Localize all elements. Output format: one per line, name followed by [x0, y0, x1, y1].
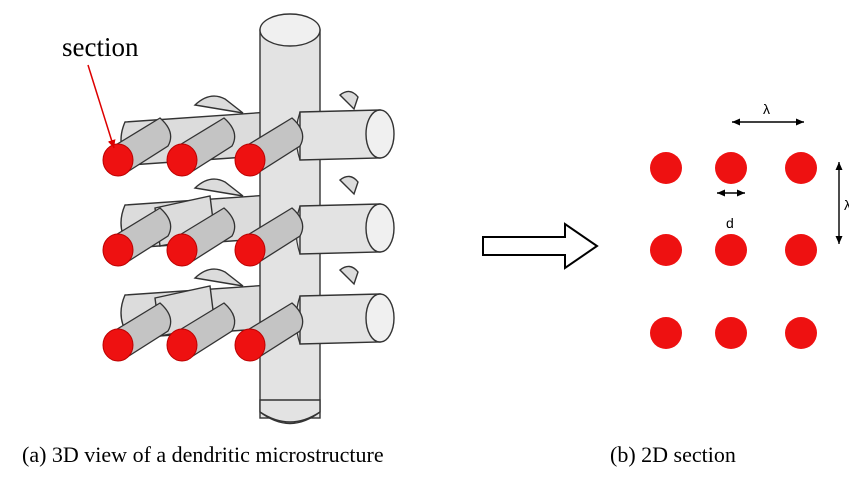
section-dot-r3-c2 — [715, 317, 747, 349]
caption-b: (b) 2D section — [610, 442, 736, 467]
back-fins — [193, 90, 359, 287]
section-tip-r2-c3 — [234, 233, 266, 267]
spacing-label: λ — [763, 101, 770, 117]
transform-arrow-icon — [482, 222, 599, 270]
section-dot-r3-c1 — [650, 317, 682, 349]
diameter-label: d — [726, 215, 734, 231]
section-dot-r3-c3 — [785, 317, 817, 349]
secondary-arms — [102, 117, 304, 362]
section-arrow — [87, 64, 116, 149]
section-dot-r2-c2 — [715, 234, 747, 266]
section-tip-r3-c3 — [234, 328, 266, 362]
section-tip-r1-c2 — [166, 143, 198, 177]
dendrite-3d-view: section — [62, 13, 395, 425]
section-dot-r2-c1 — [650, 234, 682, 266]
section-tip-r3-c1 — [102, 328, 134, 362]
caption-a: (a) 3D view of a dendritic microstructur… — [22, 442, 384, 467]
section-label: section — [62, 32, 139, 62]
section-dot-r1-c3 — [785, 152, 817, 184]
section-tip-r3-c2 — [166, 328, 198, 362]
section-2d-view: λ λ d — [650, 101, 849, 349]
section-dots — [650, 152, 817, 349]
section-tip-r1-c1 — [102, 143, 134, 177]
section-tip-r1-c3 — [234, 143, 266, 177]
section-dot-r1-c1 — [650, 152, 682, 184]
right-arms — [295, 109, 395, 345]
section-dot-r1-c2 — [715, 152, 747, 184]
spacing-label-vertical: λ — [844, 197, 849, 213]
section-tip-r2-c2 — [166, 233, 198, 267]
section-dot-r2-c3 — [785, 234, 817, 266]
section-tip-r2-c1 — [102, 233, 134, 267]
